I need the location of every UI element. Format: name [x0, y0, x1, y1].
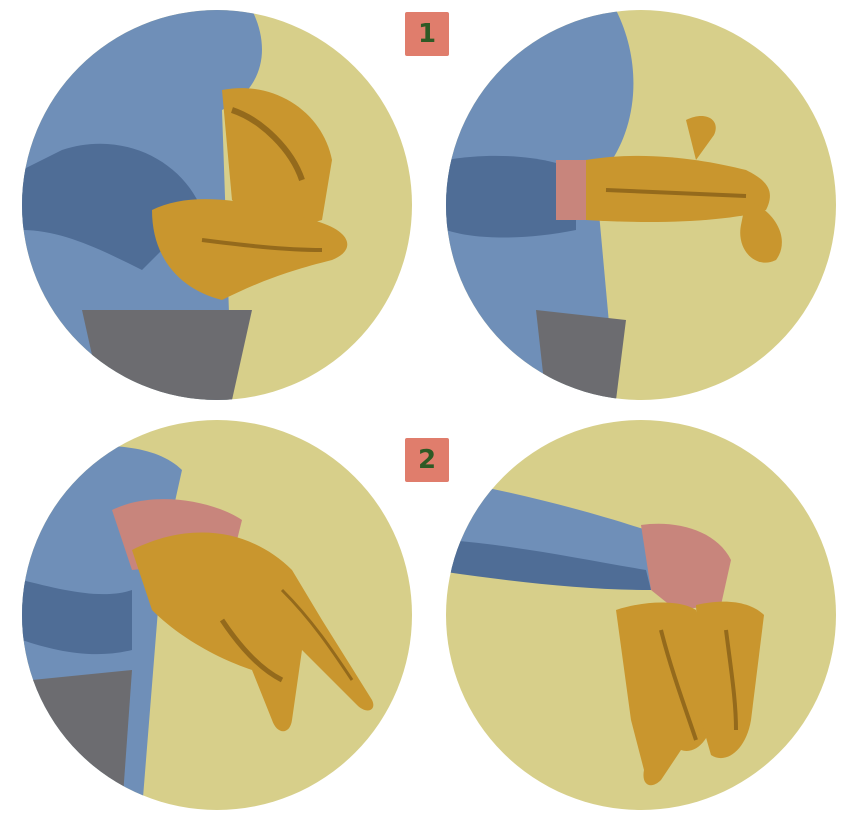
step-number: 2	[418, 445, 436, 475]
illustration-hook-cuff	[22, 420, 412, 810]
illustration-panel-4	[446, 420, 836, 810]
illustration-hold-removed-gloves	[446, 420, 836, 810]
illustration-panel-3	[22, 420, 412, 810]
illustration-pull-glove-off	[446, 10, 836, 400]
step-badge-1: 1	[405, 12, 449, 56]
illustration-grip-fingertips	[22, 10, 412, 400]
illustration-panel-2	[446, 10, 836, 400]
step-number: 1	[418, 19, 436, 49]
step-badge-2: 2	[405, 438, 449, 482]
illustration-panel-1	[22, 10, 412, 400]
